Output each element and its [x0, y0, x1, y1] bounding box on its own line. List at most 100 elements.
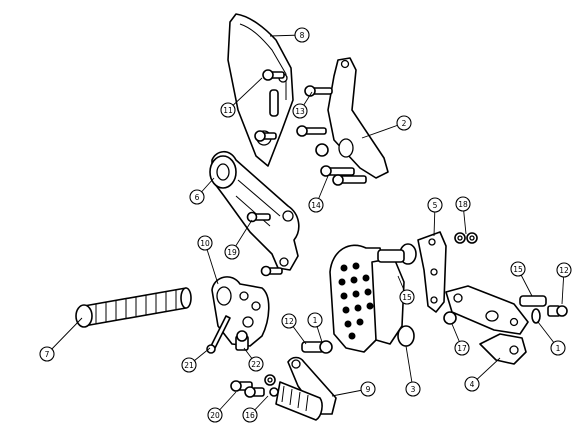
callout-circle	[248, 356, 264, 372]
callout-circle	[189, 189, 205, 205]
bolt-15-right	[519, 295, 547, 307]
callout-number: 9	[366, 385, 371, 394]
callout-number: 14	[311, 201, 321, 210]
callout-14: 14	[308, 197, 324, 213]
callout-circle	[181, 357, 197, 373]
callout-5: 5	[427, 197, 443, 213]
callout-7: 7	[39, 346, 55, 362]
callout-number: 5	[433, 201, 438, 210]
callout-circle	[464, 376, 480, 392]
callout-circle	[550, 340, 566, 356]
callout-1a: 1	[307, 312, 323, 328]
callout-circle	[399, 289, 415, 305]
washer-1-right	[531, 308, 541, 324]
bolt-13-upper	[304, 85, 333, 97]
callout-15b: 15	[399, 289, 415, 305]
callout-number: 1	[313, 316, 318, 325]
callout-8: 8	[294, 27, 310, 43]
linkage-bar	[417, 231, 447, 313]
shift-lever	[275, 356, 337, 421]
callout-number: 2	[402, 119, 407, 128]
callout-circle	[427, 197, 443, 213]
callout-number: 17	[457, 344, 467, 353]
callout-15a: 15	[510, 261, 526, 277]
callout-4: 4	[464, 376, 480, 392]
callout-22: 22	[248, 356, 264, 372]
bolt-19-lower	[260, 265, 283, 277]
callout-19: 19	[224, 244, 240, 260]
callout-circle	[510, 261, 526, 277]
callout-circle	[455, 196, 471, 212]
callout-number: 12	[284, 317, 294, 326]
callout-3: 3	[405, 381, 421, 397]
bolt-22	[235, 330, 249, 351]
bracket-plate	[327, 57, 389, 179]
callout-circle	[220, 102, 236, 118]
callout-number: 3	[411, 385, 416, 394]
callout-13: 13	[292, 103, 308, 119]
callout-9: 9	[360, 381, 376, 397]
callout-number: 18	[458, 200, 468, 209]
shift-plate	[445, 285, 529, 335]
bolt-11-upper	[262, 69, 285, 81]
bolt-14-b	[332, 174, 367, 186]
callout-circle	[39, 346, 55, 362]
callout-number: 6	[195, 193, 200, 202]
callout-circle	[292, 103, 308, 119]
callout-16: 16	[242, 407, 258, 423]
callout-circle	[454, 340, 470, 356]
footpeg-rubber	[75, 287, 192, 328]
leader-line-11	[227, 77, 263, 111]
callout-number: 16	[245, 411, 255, 420]
callout-circle	[281, 313, 297, 329]
callout-number: 20	[210, 411, 220, 420]
callout-number: 7	[45, 350, 50, 359]
callout-12b: 12	[281, 313, 297, 329]
washer-17	[443, 311, 457, 325]
peg-mount	[211, 276, 270, 347]
callout-circle	[224, 244, 240, 260]
callout-21: 21	[181, 357, 197, 373]
callout-number: 21	[184, 361, 194, 370]
rearset-arm	[209, 150, 300, 271]
callout-10: 10	[197, 235, 213, 251]
callout-circle	[360, 381, 376, 397]
callout-20: 20	[207, 407, 223, 423]
washer	[315, 143, 329, 157]
bolt-12-middle	[301, 340, 333, 354]
main-plate	[329, 243, 417, 353]
nut-18	[454, 232, 478, 244]
bolt-19	[246, 211, 271, 223]
callout-1b: 1	[550, 340, 566, 356]
callout-number: 10	[200, 239, 210, 248]
callout-11: 11	[220, 102, 236, 118]
callout-2: 2	[396, 115, 412, 131]
bolt-20	[230, 380, 265, 398]
bolt-12-right	[547, 305, 568, 317]
callout-circle	[242, 407, 258, 423]
callout-12a: 12	[556, 262, 572, 278]
callout-number: 15	[402, 293, 412, 302]
bolt-14-a	[320, 165, 355, 177]
callout-circle	[197, 235, 213, 251]
callout-number: 13	[295, 107, 305, 116]
callout-6: 6	[189, 189, 205, 205]
callout-number: 8	[300, 31, 305, 40]
callout-circle	[294, 27, 310, 43]
callout-circle	[308, 197, 324, 213]
callout-number: 15	[513, 265, 523, 274]
callout-number: 4	[470, 380, 475, 389]
callout-number: 1	[556, 344, 561, 353]
heel-guard-plate	[227, 13, 294, 167]
callout-circle	[405, 381, 421, 397]
callout-number: 19	[227, 248, 237, 257]
callout-number: 11	[223, 106, 233, 115]
callout-circle	[556, 262, 572, 278]
bolt-11-lower	[254, 130, 277, 142]
callout-number: 22	[251, 360, 261, 369]
bracket-4	[479, 333, 527, 365]
callout-18: 18	[455, 196, 471, 212]
callout-circle	[207, 407, 223, 423]
